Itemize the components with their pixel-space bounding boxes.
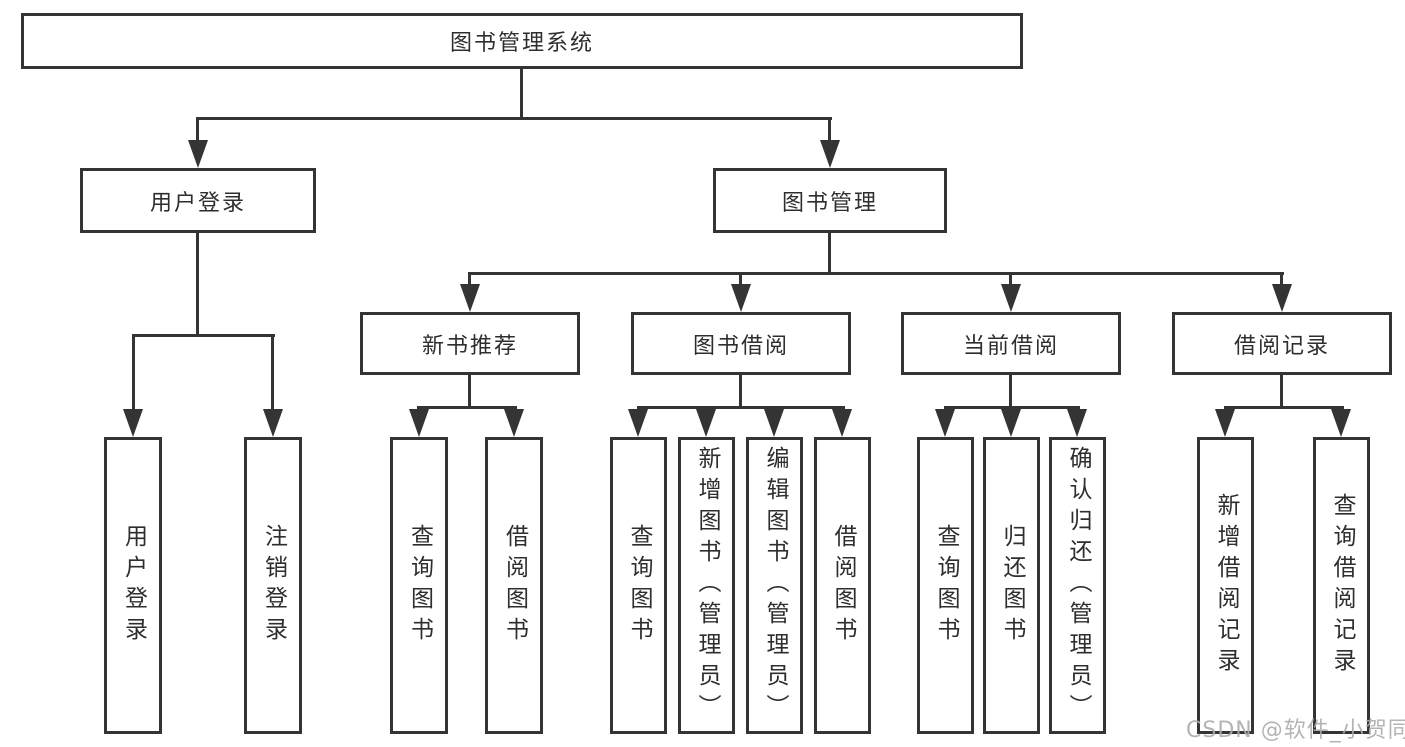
arrow-down-icon (696, 409, 716, 437)
arrow-down-icon (504, 409, 524, 437)
leaf-user-login: 用户登录 (104, 437, 162, 734)
arrow-down-icon (1001, 284, 1021, 312)
arrow-down-icon (409, 409, 429, 437)
connector-nbr-vertical (468, 375, 471, 408)
arrow-down-icon (1067, 409, 1087, 437)
connector-br-horizontal (1224, 406, 1344, 409)
leaf-bb-add-book-admin: 新增图书（管理员） (678, 437, 735, 734)
connector-bb-horizontal (637, 406, 845, 409)
connector-cb-vertical (1009, 375, 1012, 408)
leaf-nbr-borrow-book: 借阅图书 (485, 437, 543, 734)
connector-l2-drop (739, 272, 742, 286)
leaf-br-query-record: 查询借阅记录 (1313, 437, 1370, 734)
arrow-down-icon (1001, 409, 1021, 437)
connector-l1-right-drop (828, 117, 831, 147)
connector-br-vertical (1280, 375, 1283, 408)
leaf-bb-edit-book-admin: 编辑图书（管理员） (746, 437, 803, 734)
arrow-down-icon (731, 284, 751, 312)
connector-bb-vertical (739, 375, 742, 408)
node-user-login: 用户登录 (80, 168, 316, 233)
arrow-down-icon (935, 409, 955, 437)
arrow-down-icon (123, 409, 143, 437)
arrow-down-icon (764, 409, 784, 437)
connector-userlogin-horizontal (132, 334, 275, 337)
arrow-down-icon (1331, 409, 1351, 437)
arrow-down-icon (628, 409, 648, 437)
node-book-management: 图书管理 (713, 168, 947, 233)
leaf-cb-confirm-return-admin: 确认归还（管理员） (1049, 437, 1106, 734)
connector-userlogin-right-drop (271, 334, 274, 412)
node-new-book-recommend: 新书推荐 (360, 312, 580, 375)
connector-l1-horizontal (196, 117, 832, 120)
arrow-down-icon (460, 284, 480, 312)
node-book-borrow: 图书借阅 (631, 312, 851, 375)
leaf-cb-return-book: 归还图书 (983, 437, 1040, 734)
connector-userlogin-left-drop (132, 334, 135, 412)
connector-root-vertical (520, 69, 523, 119)
connector-l1-left-drop (196, 117, 199, 147)
arrow-down-icon (1272, 284, 1292, 312)
node-current-borrow: 当前借阅 (901, 312, 1121, 375)
arrow-down-icon (1215, 409, 1235, 437)
connector-l2-horizontal (468, 272, 1284, 275)
leaf-nbr-query-book: 查询图书 (390, 437, 448, 734)
node-root: 图书管理系统 (21, 13, 1023, 69)
connector-l2-drop (1280, 272, 1283, 286)
leaf-logout: 注销登录 (244, 437, 302, 734)
connector-nbr-horizontal (417, 406, 517, 409)
connector-l2-drop (468, 272, 471, 286)
connector-userlogin-vertical (196, 233, 199, 337)
watermark: CSDN @软件_小贺同学 (1186, 718, 1405, 743)
leaf-cb-query-book: 查询图书 (917, 437, 974, 734)
arrow-down-icon (820, 140, 840, 168)
node-borrow-record: 借阅记录 (1172, 312, 1392, 375)
connector-l2-drop (1009, 272, 1012, 286)
connector-bookmgmt-vertical (828, 233, 831, 275)
leaf-br-add-record: 新增借阅记录 (1197, 437, 1254, 734)
arrow-down-icon (263, 409, 283, 437)
leaf-bb-borrow-book: 借阅图书 (814, 437, 871, 734)
arrow-down-icon (832, 409, 852, 437)
arrow-down-icon (188, 140, 208, 168)
leaf-bb-query-book: 查询图书 (610, 437, 667, 734)
